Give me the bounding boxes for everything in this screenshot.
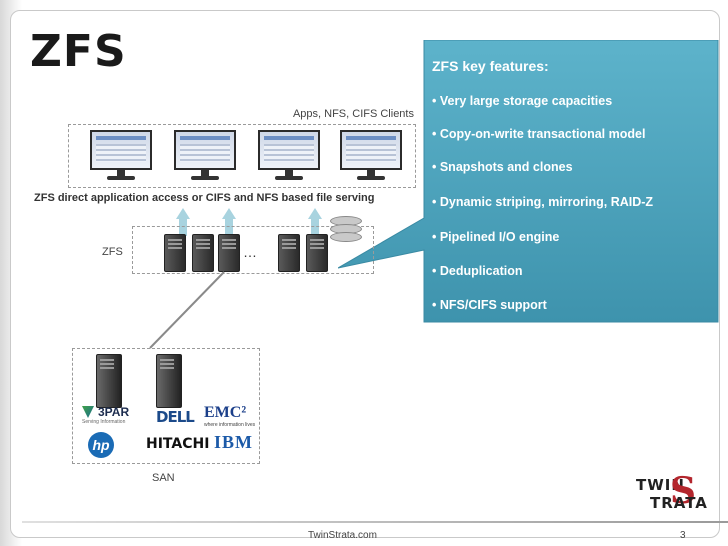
server-icon <box>218 234 240 272</box>
twinstrata-logo: TWIN S TRATA <box>636 470 708 512</box>
san-group-box <box>72 348 260 464</box>
feature-item: • Copy-on-write transactional model <box>432 127 646 141</box>
feature-item: • Snapshots and clones <box>432 160 573 174</box>
feature-item: • Dynamic striping, mirroring, RAID-Z <box>432 195 654 209</box>
clients-label: Apps, NFS, CIFS Clients <box>292 108 414 120</box>
hitachi-logo: HITACHI <box>146 436 210 452</box>
client-monitor-icon <box>90 130 152 182</box>
footer-website: TwinStrata.com <box>308 530 377 541</box>
san-server-icon <box>156 354 182 408</box>
hp-logo: hp <box>88 432 114 458</box>
arrow-up-icon <box>176 208 190 236</box>
access-description: ZFS direct application access or CIFS an… <box>34 192 375 204</box>
clients-group-box <box>68 124 416 188</box>
footer-divider <box>22 521 728 523</box>
server-icon <box>192 234 214 272</box>
zfs-label: ZFS <box>102 246 123 258</box>
feature-item: • Pipelined I/O engine <box>432 230 560 244</box>
feature-item: • Deduplication <box>432 264 523 278</box>
ibm-logo: IBM <box>214 432 253 452</box>
features-callout <box>338 40 719 323</box>
server-icon <box>278 234 300 272</box>
storage-disk-icon <box>330 216 362 242</box>
san-server-icon <box>96 354 122 408</box>
server-icon <box>306 234 328 272</box>
san-label: SAN <box>152 472 175 484</box>
features-title: ZFS key features: <box>432 58 549 74</box>
zfs-group-box <box>132 226 374 274</box>
page-number: 3 <box>680 530 686 541</box>
client-monitor-icon <box>340 130 402 182</box>
feature-item: • Very large storage capacities <box>432 94 613 108</box>
server-icon <box>164 234 186 272</box>
arrow-up-icon <box>222 208 236 236</box>
client-monitor-icon <box>258 130 320 182</box>
client-monitor-icon <box>174 130 236 182</box>
arrow-up-icon <box>308 208 322 236</box>
dell-logo: DELL <box>156 408 195 426</box>
ellipsis: … <box>243 244 257 260</box>
slide-title: ZFS <box>30 26 127 77</box>
feature-item: • NFS/CIFS support <box>432 298 547 312</box>
